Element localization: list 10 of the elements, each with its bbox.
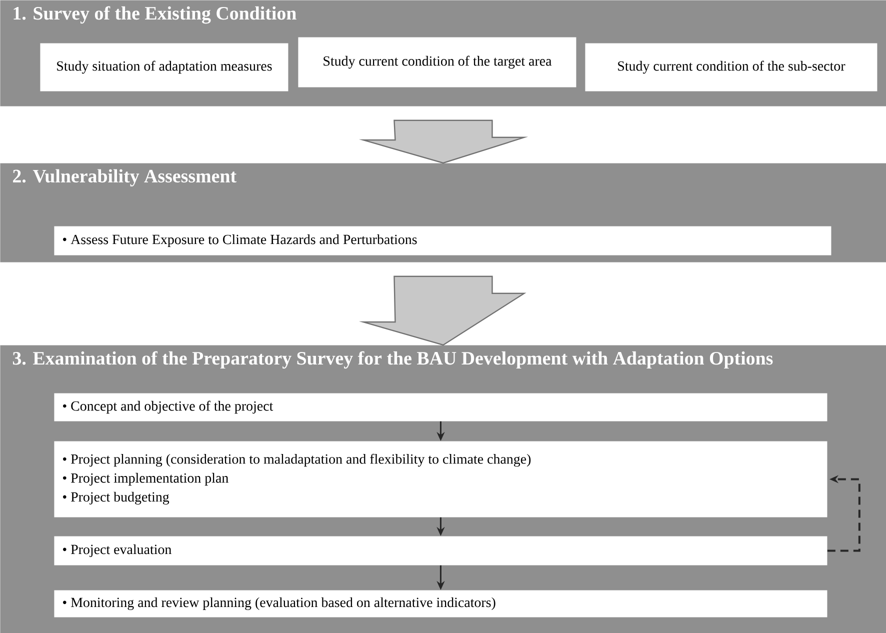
bullet-box: • Monitoring and review planning (evaluation based on alternative indicators) <box>54 590 828 618</box>
block-arrow <box>358 120 528 164</box>
task-box: Study current condition of the target area <box>298 37 576 88</box>
task-box: Study current condition of the sub-sector <box>585 43 878 92</box>
block-arrow <box>358 276 526 346</box>
bullet-box: • Concept and objective of the project <box>54 393 828 422</box>
task-box: Study situation of adaptation measures <box>40 43 288 92</box>
bullet-box: • Assess Future Exposure to Climate Hazards and Perturbations <box>54 226 832 256</box>
bullet-box: • Project planning (consideration to maladaptation and flexibility to climate change) • Project implementation plan • Project budgeting <box>54 441 828 518</box>
bullet-box: • Project evaluation <box>54 536 828 566</box>
